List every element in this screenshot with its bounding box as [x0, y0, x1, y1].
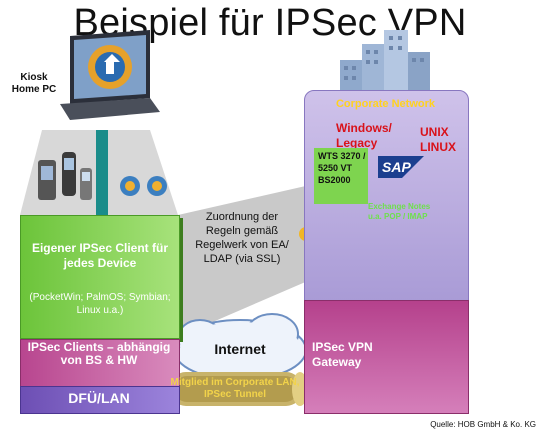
vpn-gateway-label: IPSec VPN Gateway [312, 340, 373, 369]
corporate-network-label: Corporate Network [335, 98, 436, 110]
windows-legacy-label: Windows/ Legacy [336, 121, 392, 150]
legacy-systems-box [314, 148, 368, 204]
teal-connector [96, 130, 108, 215]
cloud-icon [173, 313, 307, 381]
kiosk-label-text: Kiosk Home PC [11, 72, 57, 95]
sap-logo-icon: SAP [378, 156, 424, 178]
phone-icon [62, 152, 92, 200]
kiosk-label: Kiosk Home PC [4, 72, 64, 96]
pda-icon [38, 160, 56, 200]
hob-logo-icon [120, 176, 167, 196]
internet-label: Internet [214, 341, 266, 357]
source-credit: Quelle: HOB GmbH & Ko. KG [430, 420, 536, 429]
legacy-systems-text: WTS 3270 / 5250 VT BS2000 [318, 151, 366, 185]
vpn-gateway-block [304, 300, 469, 414]
laptop-icon [60, 30, 160, 120]
exchange-text: Exchange Notes u.a. POP / IMAP [368, 202, 431, 221]
ipsec-clients-text: IPSec Clients – abhängig von BS & HW [27, 340, 171, 367]
tunnel-icon [170, 372, 308, 406]
connection-beam [178, 185, 310, 337]
access-text: DFÜ/LAN [68, 390, 130, 406]
ipsec-client-devices: (PocketWin; PalmOS; Symbian; Linux u.a.) [29, 292, 171, 316]
unix-linux-label: UNIX LINUX [420, 125, 456, 154]
sap-logo-text: SAP [382, 159, 411, 175]
rules-mapping-text: Zuordnung der Regeln gemäß Regelwerk von… [195, 211, 289, 265]
tunnel-label: Mitglied im Corporate LAN, IPSec Tunnel [170, 377, 300, 400]
access-block [20, 386, 180, 414]
ipsec-client-title: Eigener IPSec Client für jedes Device [31, 241, 169, 270]
ipsec-clients-block [20, 339, 180, 387]
ipsec-client-block [20, 215, 180, 339]
